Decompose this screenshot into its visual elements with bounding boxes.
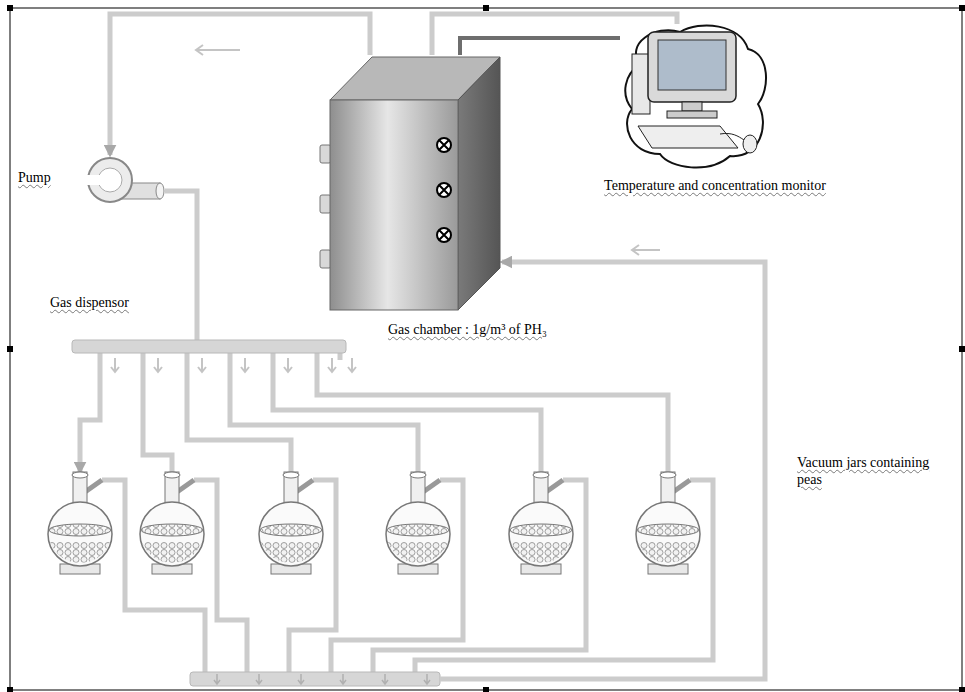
signal-cable: [460, 38, 620, 55]
node-box: Gas dispensor: [72, 340, 346, 353]
jars-shape: [40, 472, 722, 690]
node-label: Vacuum jars containing peas: [797, 455, 957, 489]
pump-notch: [86, 175, 102, 185]
gas-pipe: [80, 353, 100, 472]
chamber-tab: [320, 145, 331, 163]
collector-pipe: [440, 677, 722, 682]
chamber-shape: [318, 55, 502, 312]
keyboard: [638, 126, 738, 148]
node-label: Gas chamber : 1g/m³ of PH₃: [388, 322, 548, 339]
collector-arrows: [214, 674, 430, 684]
mouse-cable: [720, 133, 744, 140]
monitor-cloud: [625, 25, 766, 167]
vacuum-jar: [636, 472, 700, 574]
flow-arrows: [111, 45, 660, 372]
label-holder: Pump: [18, 170, 51, 187]
node-box: Vacuum jars containing peas: [40, 472, 722, 690]
vacuum-jar: [259, 472, 323, 574]
frame-handles: [7, 5, 965, 692]
mouse: [743, 135, 757, 153]
chamber-front: [330, 100, 458, 310]
chamber-knob: [437, 183, 451, 197]
node-box: Gas chamber : 1g/m³ of PH₃: [318, 55, 502, 312]
node-box: Temperature and concentration monitor: [620, 24, 770, 170]
pump-outlet-end: [156, 183, 164, 199]
label-holder: Gas chamber : 1g/m³ of PH₃: [388, 322, 548, 339]
chamber-tab: [320, 195, 331, 213]
vacuum-jar: [140, 472, 204, 574]
branch-pipes: [143, 353, 668, 472]
dispensor-shape: [72, 340, 346, 353]
chamber-knob: [437, 138, 451, 152]
chamber-side: [458, 57, 500, 310]
gas-pipe: [165, 191, 197, 340]
node-label: Gas dispensor: [50, 295, 129, 312]
label-holder: Gas dispensor: [50, 295, 129, 312]
monitor-stand: [682, 102, 702, 111]
monitor-body: [648, 32, 736, 102]
vacuum-jar: [509, 472, 573, 574]
label-holder: Vacuum jars containing peas: [797, 455, 957, 489]
outlet-pipes: [102, 480, 713, 672]
dispensor-bar: [72, 340, 346, 353]
frame: [10, 8, 962, 690]
monitor-screen: [658, 40, 726, 90]
monitor-shape: [620, 24, 770, 170]
label-holder: Temperature and concentration monitor: [575, 178, 855, 195]
chamber-tab: [320, 250, 331, 268]
node-box: Pump: [85, 155, 165, 210]
vacuum-jar: [386, 472, 450, 574]
collector-bar: [190, 672, 440, 686]
vacuum-jar: [48, 472, 112, 574]
node-label: Temperature and concentration monitor: [575, 178, 855, 195]
monitor-base: [667, 111, 717, 118]
node-label: Pump: [18, 170, 51, 187]
pump-shape: [85, 155, 165, 210]
chamber-knob: [437, 228, 451, 242]
